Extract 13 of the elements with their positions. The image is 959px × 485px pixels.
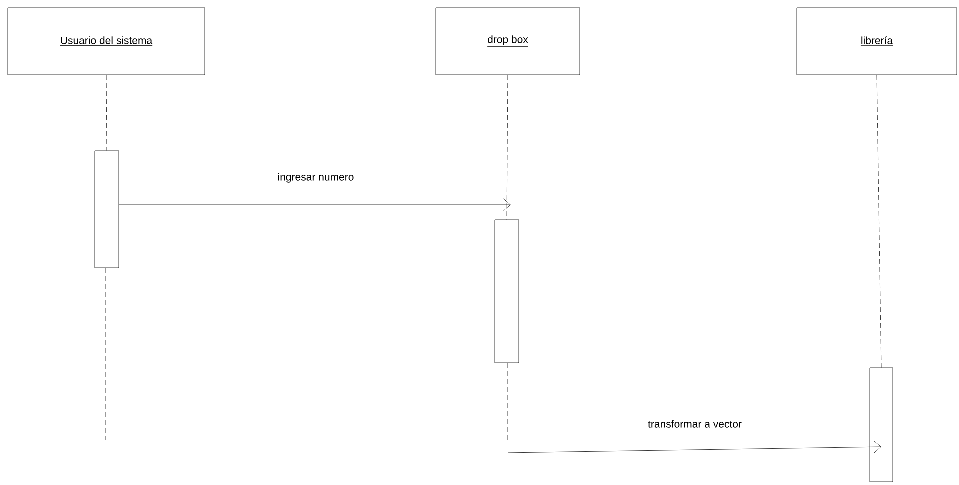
object-box: librería: [796, 8, 958, 76]
lifeline: [876, 75, 882, 368]
activation-bar: [870, 368, 894, 482]
activation-bar: [494, 220, 520, 364]
object-box: Usuario del sistema: [8, 8, 206, 76]
message-label: transformar a vector: [648, 420, 742, 428]
activation-bar: [94, 150, 120, 268]
message-label: ingresar numero: [278, 173, 354, 183]
lifeline: [106, 75, 108, 151]
message-arrow: [508, 440, 882, 454]
object-box: drop box: [436, 8, 580, 76]
lifeline: [506, 75, 508, 220]
message-arrow: [119, 198, 511, 212]
